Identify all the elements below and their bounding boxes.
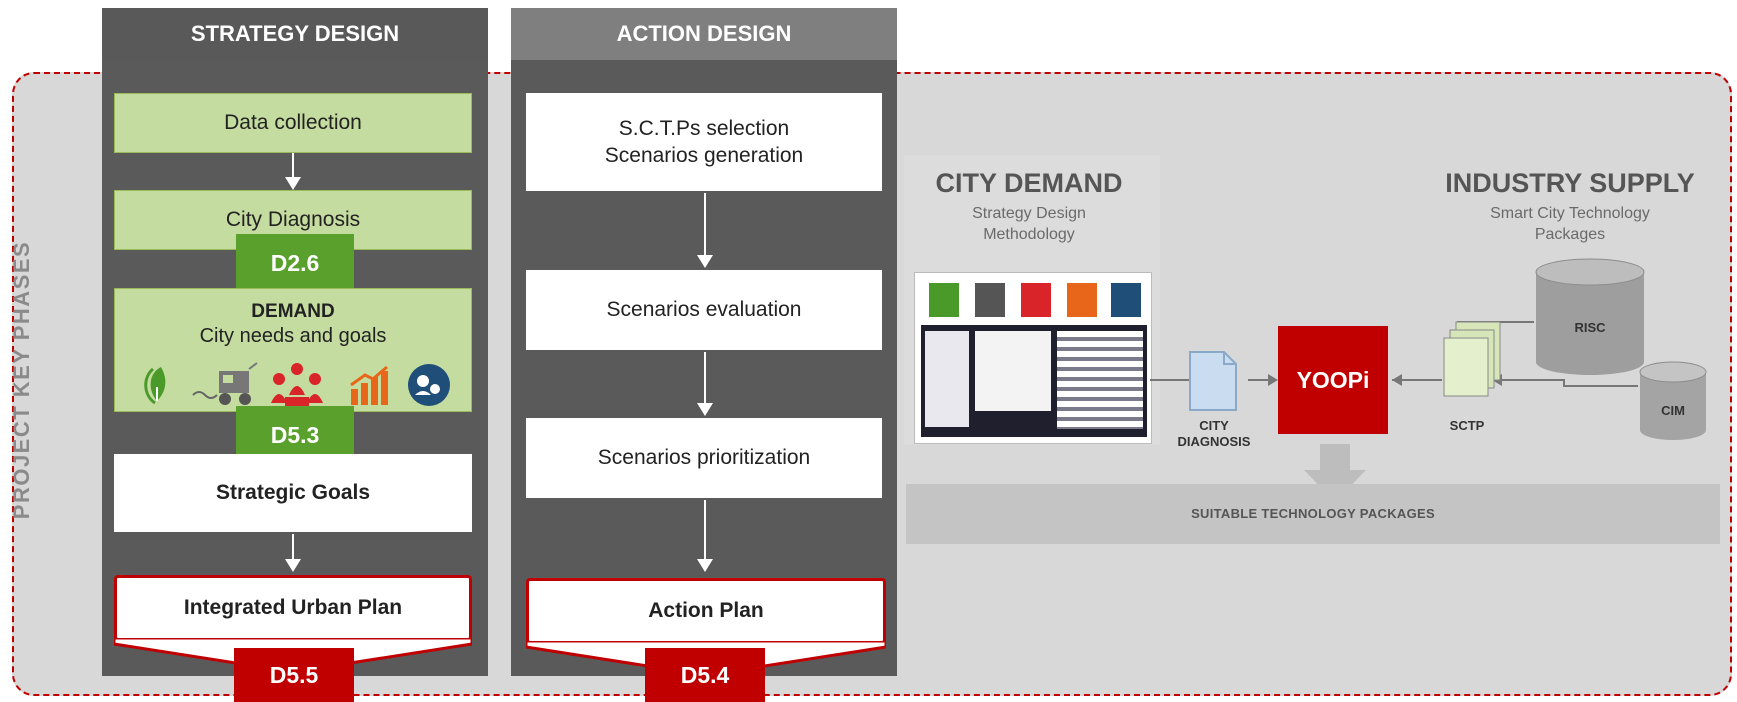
industry-supply-sub1: Smart City Technology [1490,205,1650,222]
people-network-icon [271,363,323,407]
data-collection-box: Data collection [114,93,472,153]
scenarios-prioritization-label: Scenarios prioritization [597,446,811,470]
deliverable-d26-badge: D2.6 [236,234,354,292]
risc-database-icon [1535,258,1645,375]
demand-title: DEMAND [251,301,335,322]
city-demand-sub1: Strategy Design [972,205,1086,222]
arrow-down-icon [697,500,713,572]
thumb-people-icon [1021,283,1051,317]
thumb-chart-icon [1067,283,1097,317]
demand-box: DEMAND City needs and goals [114,288,472,412]
thumb-panel-a [925,331,969,427]
growth-chart-icon [350,365,388,405]
demand-subtitle: City needs and goals [199,325,387,347]
sctp-selection-label: S.C.T.Ps selection [618,116,790,140]
globe-people-icon [408,364,450,406]
leaf-plug-icon [144,367,166,405]
action-plan-box: Action Plan [526,578,886,644]
yoopi-box: YOOPi [1278,326,1388,434]
thumb-leaf-icon [929,283,959,317]
strategic-goals-box: Strategic Goals [114,454,472,532]
sctp-label: SCTP [1449,418,1485,433]
cim-database-icon [1639,361,1707,440]
city-diagnosis-box: City Diagnosis [114,190,472,250]
thumb-tractor-icon [975,283,1005,317]
sctp-selection-box: S.C.T.Ps selection Scenarios generation [526,93,882,191]
strategic-goals-label: Strategic Goals [215,481,371,505]
city-demand-title: CITY DEMAND [935,168,1123,198]
sctp-documents-icon [1443,321,1501,397]
action-design-header: ACTION DESIGN [511,8,897,60]
city-diagnosis-caption-2: DIAGNOSIS [1177,433,1251,449]
cim-label: CIM [1661,403,1685,418]
thumb-panel-b [975,331,1051,411]
scenarios-evaluation-label: Scenarios evaluation [606,298,802,322]
city-diagnosis-label: City Diagnosis [225,208,361,232]
industry-supply-sub2: Packages [1534,225,1606,243]
city-diagnosis-caption-1: CITY [1199,418,1229,433]
industry-supply-subtitle: Smart City Technology Packages [1430,204,1710,246]
integrated-urban-plan-box: Integrated Urban Plan [114,575,472,641]
city-diagnosis-caption: CITY DIAGNOSIS [1168,418,1260,449]
city-demand-sub2: Methodology [983,225,1075,243]
industry-supply-title: INDUSTRY SUPPLY [1445,168,1695,198]
city-demand-subtitle: Strategy Design Methodology [904,204,1154,246]
scenarios-prioritization-box: Scenarios prioritization [526,418,882,498]
action-plan-label: Action Plan [648,599,764,623]
arrow-down-icon [285,153,301,190]
thumb-panel-c [1057,331,1143,429]
suitable-packages-label: SUITABLE TECHNOLOGY PACKAGES [1191,506,1435,522]
project-phases-text: PROJECT KEY PHASES [9,240,34,520]
document-icon [1189,351,1237,411]
risc-label: RISC [1574,320,1606,335]
deliverable-d54-badge: D5.4 [645,648,765,702]
arrow-down-icon [697,352,713,416]
data-collection-label: Data collection [224,111,362,135]
scenarios-generation-label: Scenarios generation [604,144,804,167]
thumb-dashboard [921,325,1147,437]
suitable-packages-band: SUITABLE TECHNOLOGY PACKAGES [906,484,1720,544]
deliverable-d55-badge: D5.5 [234,648,354,702]
integrated-urban-plan-label: Integrated Urban Plan [183,596,403,620]
arrow-down-icon [697,193,713,268]
thumb-globe-icon [1111,283,1141,317]
down-arrow-icon [1304,444,1366,502]
tractor-icon [192,362,258,405]
arrow-down-icon [285,534,301,572]
methodology-thumbnail [914,272,1152,444]
scenarios-evaluation-box: Scenarios evaluation [526,270,882,350]
strategy-design-header: STRATEGY DESIGN [102,8,488,60]
